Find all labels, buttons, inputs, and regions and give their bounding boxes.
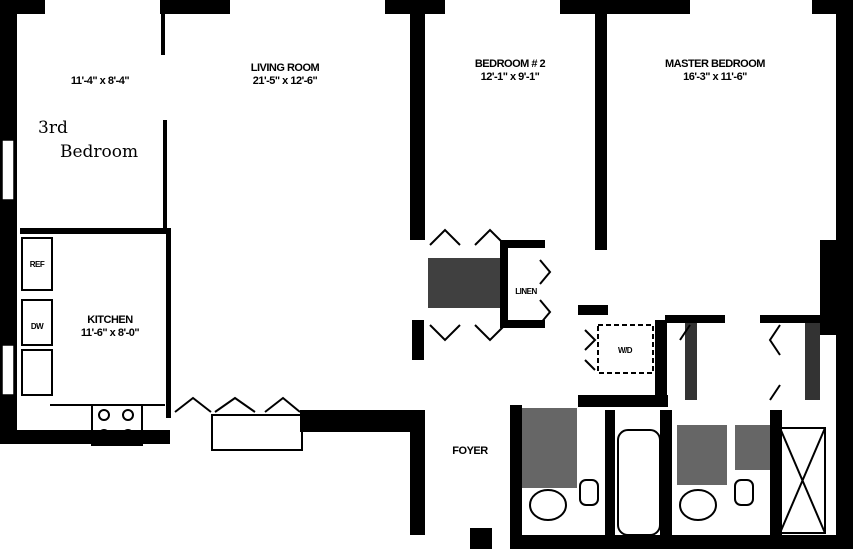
handwritten-line-2: Bedroom	[60, 142, 139, 162]
kitchen-name: KITCHEN	[87, 314, 133, 326]
bedroom2-dims: 12'-1" x 9'-1"	[480, 71, 540, 83]
living-room-label: LIVING ROOM 21'-5" x 12'-6"	[230, 62, 340, 88]
handwritten-line-1: 3rd	[38, 118, 68, 138]
third-bedroom-handwritten-label: 3rd Bedroom	[38, 116, 138, 164]
windows	[1, 139, 15, 396]
washer-dryer-label: W/D	[617, 346, 633, 355]
linen-closet-label: LINEN	[515, 287, 537, 296]
living-room-dims: 21'-5" x 12'-6"	[252, 75, 318, 87]
master-bedroom-label: MASTER BEDROOM 16'-3" x 11'-6"	[640, 58, 790, 84]
closet-doors	[174, 228, 826, 534]
bedroom2-name: BEDROOM # 2	[474, 58, 546, 70]
closet-shelves	[428, 258, 820, 400]
kitchen-dims: 11'-6" x 8'-0"	[80, 327, 140, 339]
master-bedroom-dims: 16'-3" x 11'-6"	[683, 71, 747, 83]
living-room-name: LIVING ROOM	[250, 62, 320, 74]
kitchen-label: KITCHEN 11'-6" x 8'-0"	[60, 314, 160, 340]
master-bedroom-name: MASTER BEDROOM	[665, 58, 765, 70]
third-bedroom-dims: 11'-4" x 8'-4"	[70, 75, 130, 87]
kitchen-counter	[21, 237, 165, 446]
foyer-label: FOYER	[452, 445, 488, 457]
refrigerator-label: REF	[29, 260, 45, 269]
bathrooms	[522, 408, 770, 536]
bedroom2-label: BEDROOM # 2 12'-1" x 9'-1"	[450, 58, 570, 84]
dishwasher-label: DW	[30, 322, 44, 331]
